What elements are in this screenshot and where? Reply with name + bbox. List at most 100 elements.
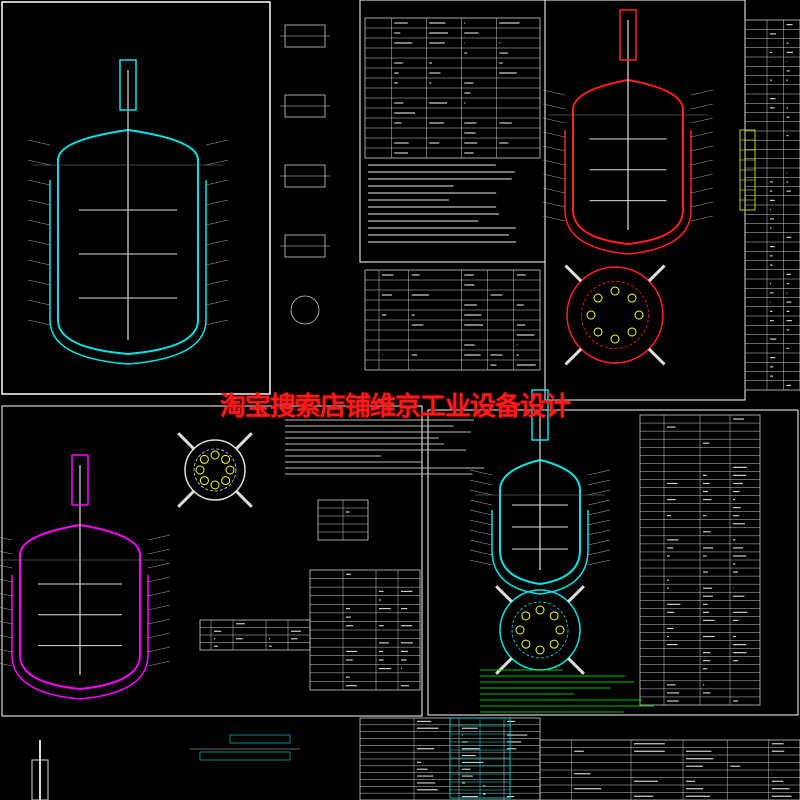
leader-line [148, 549, 170, 554]
plan-view-top-right-inner [581, 281, 648, 348]
leader-line [543, 118, 565, 123]
leader-line [543, 104, 565, 109]
leader-line [206, 140, 228, 145]
leader-line [691, 118, 713, 123]
leader-line [588, 470, 610, 475]
leader-line [543, 132, 565, 137]
leader-line [543, 146, 565, 151]
leader-line [588, 510, 610, 515]
nozzle [550, 612, 558, 620]
leader-line [148, 647, 170, 652]
nozzle [196, 466, 204, 474]
frame-table-top [360, 0, 545, 262]
nozzle [522, 612, 530, 620]
support-lug [178, 433, 194, 449]
leader-line [691, 132, 713, 137]
leader-line [206, 260, 228, 265]
support-lug [568, 586, 584, 602]
leader-line [691, 174, 713, 179]
leader-line [543, 174, 565, 179]
leader-line [470, 540, 492, 545]
leader-line [148, 619, 170, 624]
leader-line [543, 188, 565, 193]
nozzle [522, 640, 530, 648]
nozzle [628, 294, 636, 302]
support-lug [566, 266, 582, 282]
leader-line [28, 240, 50, 245]
leader-line [206, 300, 228, 305]
frame-mid-right [428, 410, 798, 715]
leader-line [543, 90, 565, 95]
leader-line [28, 180, 50, 185]
leader-line [691, 202, 713, 207]
watermark-text: 淘宝搜索店铺维京工业设备设计 [200, 386, 590, 423]
leader-line [691, 188, 713, 193]
leader-line [28, 260, 50, 265]
leader-line [206, 240, 228, 245]
nozzle [516, 626, 524, 634]
leader-line [691, 90, 713, 95]
leader-line [588, 490, 610, 495]
leader-line [206, 220, 228, 225]
plan-view-mid-right-inner [512, 602, 568, 658]
leader-line [691, 216, 713, 221]
leader-line [148, 535, 170, 540]
leader-line [148, 605, 170, 610]
leader-line [206, 180, 228, 185]
support-lug [496, 586, 512, 602]
support-lug [496, 658, 512, 674]
leader-line [148, 591, 170, 596]
leader-line [28, 280, 50, 285]
nozzle [226, 466, 234, 474]
leader-line [470, 560, 492, 565]
support-lug [236, 433, 252, 449]
frame-top-right [545, 0, 745, 400]
leader-line [588, 520, 610, 525]
plan-view-mid-left-inner [194, 449, 236, 491]
leader-line [206, 200, 228, 205]
nozzle [611, 287, 619, 295]
leader-line [691, 146, 713, 151]
nozzle [200, 477, 208, 485]
leader-line [148, 633, 170, 638]
nozzle [550, 640, 558, 648]
leader-line [470, 530, 492, 535]
leader-line [28, 220, 50, 225]
leader-line [588, 540, 610, 545]
nozzle [211, 451, 219, 459]
nozzle [536, 646, 544, 654]
leader-line [470, 550, 492, 555]
leader-line [588, 560, 610, 565]
nozzle [628, 328, 636, 336]
leader-line [588, 550, 610, 555]
support-lug [236, 491, 252, 507]
detail-circle [291, 296, 319, 324]
caption-block [200, 752, 290, 760]
support-lug [649, 266, 665, 282]
nozzle [594, 328, 602, 336]
leader-line [206, 160, 228, 165]
leader-line [206, 280, 228, 285]
leader-line [588, 480, 610, 485]
nozzle [536, 606, 544, 614]
leader-line [206, 320, 228, 325]
support-lug [566, 349, 582, 365]
nozzle [556, 626, 564, 634]
leader-line [543, 202, 565, 207]
nozzle [594, 294, 602, 302]
leader-line [28, 300, 50, 305]
support-lug [568, 658, 584, 674]
leader-line [470, 470, 492, 475]
leader-line [28, 200, 50, 205]
leader-line [148, 661, 170, 666]
support-lug [178, 491, 194, 507]
leader-line [470, 510, 492, 515]
leader-line [28, 160, 50, 165]
nozzle [211, 481, 219, 489]
leader-line [470, 500, 492, 505]
nozzle [222, 477, 230, 485]
leader-line [148, 563, 170, 568]
nozzle [200, 455, 208, 463]
leader-line [588, 530, 610, 535]
